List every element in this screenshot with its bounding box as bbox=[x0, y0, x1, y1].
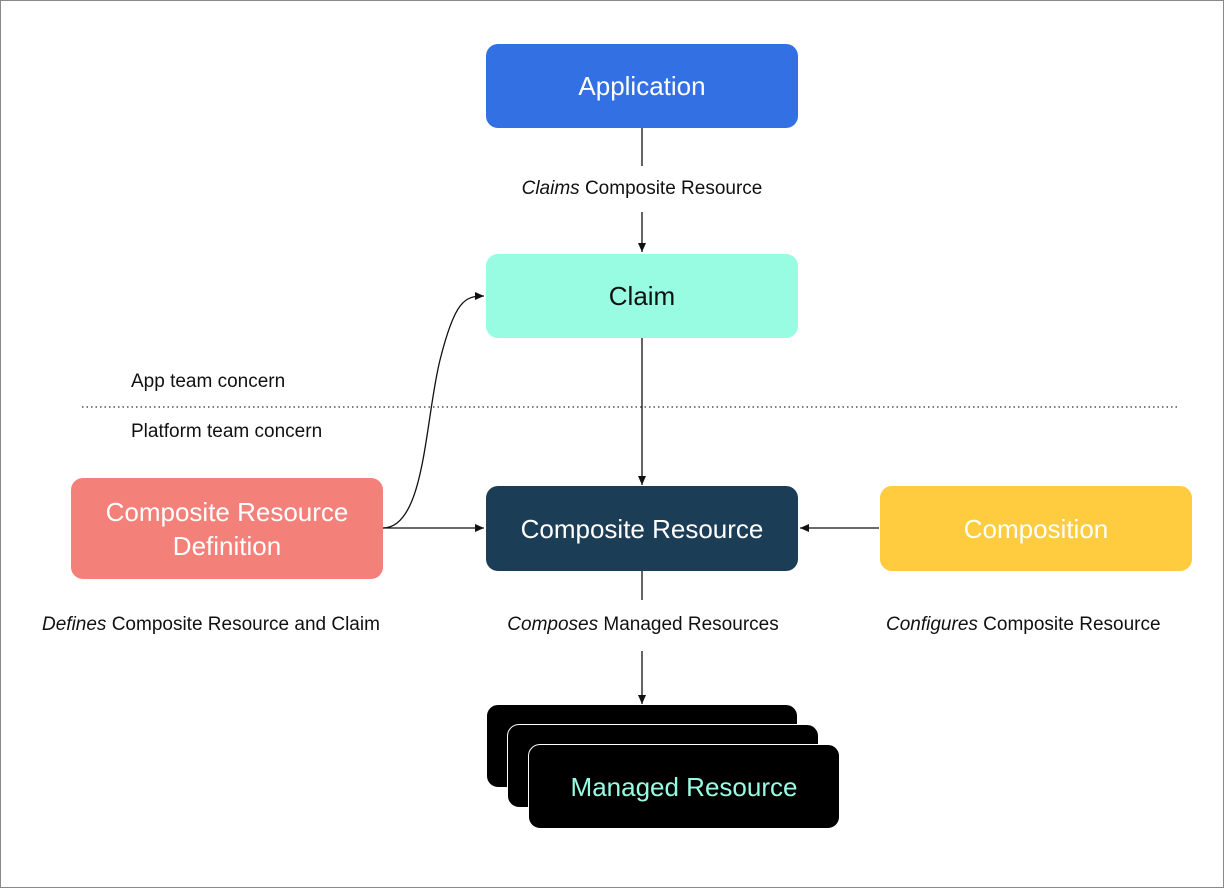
xrd-label: Composite Resource Definition bbox=[105, 496, 349, 561]
configures-rest: Composite Resource bbox=[977, 614, 1161, 635]
composes-edge-label: Composes Managed Resources bbox=[507, 614, 778, 636]
claims-edge-label: Claims Composite Resource bbox=[522, 178, 763, 200]
application-node: Application bbox=[486, 44, 798, 128]
composition-node: Composition bbox=[880, 486, 1192, 571]
defines-rest: Composite Resource and Claim bbox=[106, 614, 380, 635]
managed-resource-node: Managed Resource bbox=[528, 744, 840, 829]
composition-label: Composition bbox=[963, 513, 1109, 544]
composes-verb: Composes bbox=[507, 614, 599, 635]
composite-resource-node: Composite Resource bbox=[486, 486, 798, 571]
claims-rest: Composite Resource bbox=[579, 178, 763, 199]
app-team-label: App team concern bbox=[131, 371, 286, 392]
configures-note: Configures Composite Resource bbox=[886, 614, 1161, 636]
defines-note: Defines Composite Resource and Claim bbox=[42, 614, 380, 636]
edge-xrd-to-claim bbox=[382, 292, 485, 529]
managed-resource-label: Managed Resource bbox=[570, 771, 798, 802]
defines-verb: Defines bbox=[42, 614, 107, 635]
configures-verb: Configures bbox=[886, 614, 978, 635]
xrd-node: Composite Resource Definition bbox=[71, 478, 383, 579]
application-label: Application bbox=[578, 71, 706, 101]
composes-rest: Managed Resources bbox=[598, 614, 779, 635]
composite-resource-label: Composite Resource bbox=[520, 513, 764, 544]
claims-verb: Claims bbox=[521, 178, 580, 199]
claim-label: Claim bbox=[608, 281, 676, 311]
platform-team-label: Platform team concern bbox=[131, 421, 323, 442]
claim-node: Claim bbox=[486, 254, 798, 338]
